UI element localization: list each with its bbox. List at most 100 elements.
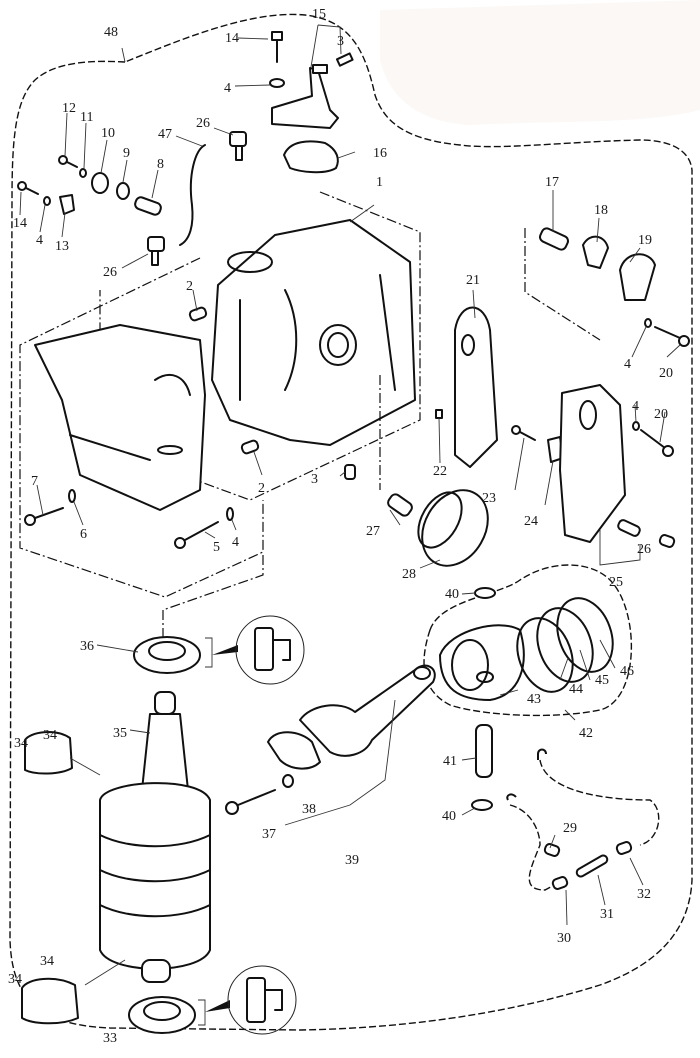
callout-10: 10: [101, 126, 115, 141]
callout-18: 18: [594, 203, 608, 218]
callout-31: 31: [600, 907, 614, 922]
part-seal-36: [133, 636, 201, 674]
callout-20: 20: [659, 366, 673, 381]
part-hose-47: [179, 144, 206, 246]
part-cylinder-block-1: [211, 219, 416, 446]
callout-37: 37: [262, 827, 276, 842]
callout-26: 26: [103, 265, 117, 280]
part-hose-upper: [539, 759, 660, 846]
callout-46: 46: [620, 664, 634, 679]
callout-47: 47: [158, 127, 172, 142]
part-bolt-14-top: [271, 31, 283, 63]
part-fitting-30: [551, 876, 569, 890]
callout-36: 36: [80, 639, 94, 654]
part-clip-40-top: [474, 587, 496, 599]
part-bearing-9: [116, 182, 130, 200]
callout-5: 5: [213, 540, 220, 555]
part-gasket-18: [582, 235, 609, 269]
part-gasket-21: [454, 306, 498, 468]
background-smudge: [380, 0, 700, 125]
callout-42: 42: [579, 726, 593, 741]
callout-40: 40: [442, 809, 456, 824]
part-bolt-20-top: [654, 326, 690, 347]
callout-28: 28: [402, 567, 416, 582]
callout-7: 7: [31, 474, 38, 489]
callout-4: 4: [632, 399, 639, 414]
part-thermostat-cover-19: [619, 253, 656, 301]
callout-48: 48: [104, 25, 118, 40]
part-tee-31: [575, 854, 609, 878]
part-gasket-16: [283, 140, 339, 174]
part-seal-10: [91, 172, 109, 194]
callout-14: 14: [13, 216, 27, 231]
part-washer-4-left: [43, 196, 51, 206]
callout-40: 40: [445, 587, 459, 602]
part-pin-22: [435, 409, 443, 419]
callout-1: 1: [376, 175, 383, 190]
part-pin-3-top: [335, 52, 354, 67]
callout-21: 21: [466, 273, 480, 288]
callout-15: 15: [312, 7, 326, 22]
part-crankshaft-35: [99, 691, 211, 983]
part-connecting-rod-39: [267, 664, 436, 770]
part-fitting-32: [615, 841, 633, 855]
part-fitting-26-top: [229, 131, 247, 161]
part-shaft-8: [134, 196, 162, 216]
callout-4: 4: [36, 233, 43, 248]
crankcase-group: [19, 257, 264, 598]
part-washer-4-top: [269, 78, 285, 88]
part-bolt-12: [58, 155, 78, 168]
leader-lines: [19, 24, 681, 926]
part-washer-11: [79, 168, 87, 178]
part-piston-pin-41: [475, 724, 493, 778]
part-bolt-37: [225, 789, 276, 815]
part-ring-45: [536, 607, 594, 683]
part-fitting-26-left: [147, 236, 165, 266]
part-ring-46: [556, 597, 614, 673]
callout-22: 22: [433, 464, 447, 479]
callout-34: 34: [14, 736, 28, 751]
part-piston-43: [439, 624, 525, 701]
callout-20: 20: [654, 407, 668, 422]
callout-30: 30: [557, 931, 571, 946]
part-bolt-20-bottom: [640, 429, 674, 457]
part-washer-4-bottom: [226, 507, 234, 521]
callout-34: 34: [40, 954, 54, 969]
part-oil-filter-28: [417, 489, 489, 567]
callout-33: 33: [103, 1031, 117, 1046]
callout-3: 3: [337, 34, 344, 49]
callout-9: 9: [123, 146, 130, 161]
part-hose-end-1: [537, 748, 547, 760]
guide-line-17: [524, 228, 601, 341]
callout-8: 8: [157, 157, 164, 172]
seal-33-detail: [227, 965, 297, 1035]
part-seal-33: [128, 996, 196, 1034]
callout-45: 45: [595, 673, 609, 688]
assembly-boundary-48: [9, 13, 693, 1031]
part-washer-4-r2: [632, 421, 640, 431]
callout-29: 29: [563, 821, 577, 836]
callout-34: 34: [8, 972, 22, 987]
callout-39: 39: [345, 853, 359, 868]
callout-43: 43: [527, 692, 541, 707]
callout-4: 4: [224, 81, 231, 96]
callout-13: 13: [55, 239, 69, 254]
callout-4: 4: [232, 535, 239, 550]
callout-16: 16: [373, 146, 387, 161]
callout-44: 44: [569, 682, 583, 697]
callout-38: 38: [302, 802, 316, 817]
callout-35: 35: [113, 726, 127, 741]
callout-27: 27: [366, 524, 380, 539]
part-ring-44: [516, 617, 574, 693]
callout-11: 11: [80, 110, 93, 125]
part-adapter-27: [387, 493, 413, 517]
part-crankcase-half: [34, 324, 206, 511]
callout-19: 19: [638, 233, 652, 248]
part-bolt-5: [174, 521, 219, 549]
part-fitting-29: [543, 843, 561, 857]
callout-4: 4: [624, 357, 631, 372]
callout-26: 26: [637, 542, 651, 557]
callout-6: 6: [80, 527, 87, 542]
